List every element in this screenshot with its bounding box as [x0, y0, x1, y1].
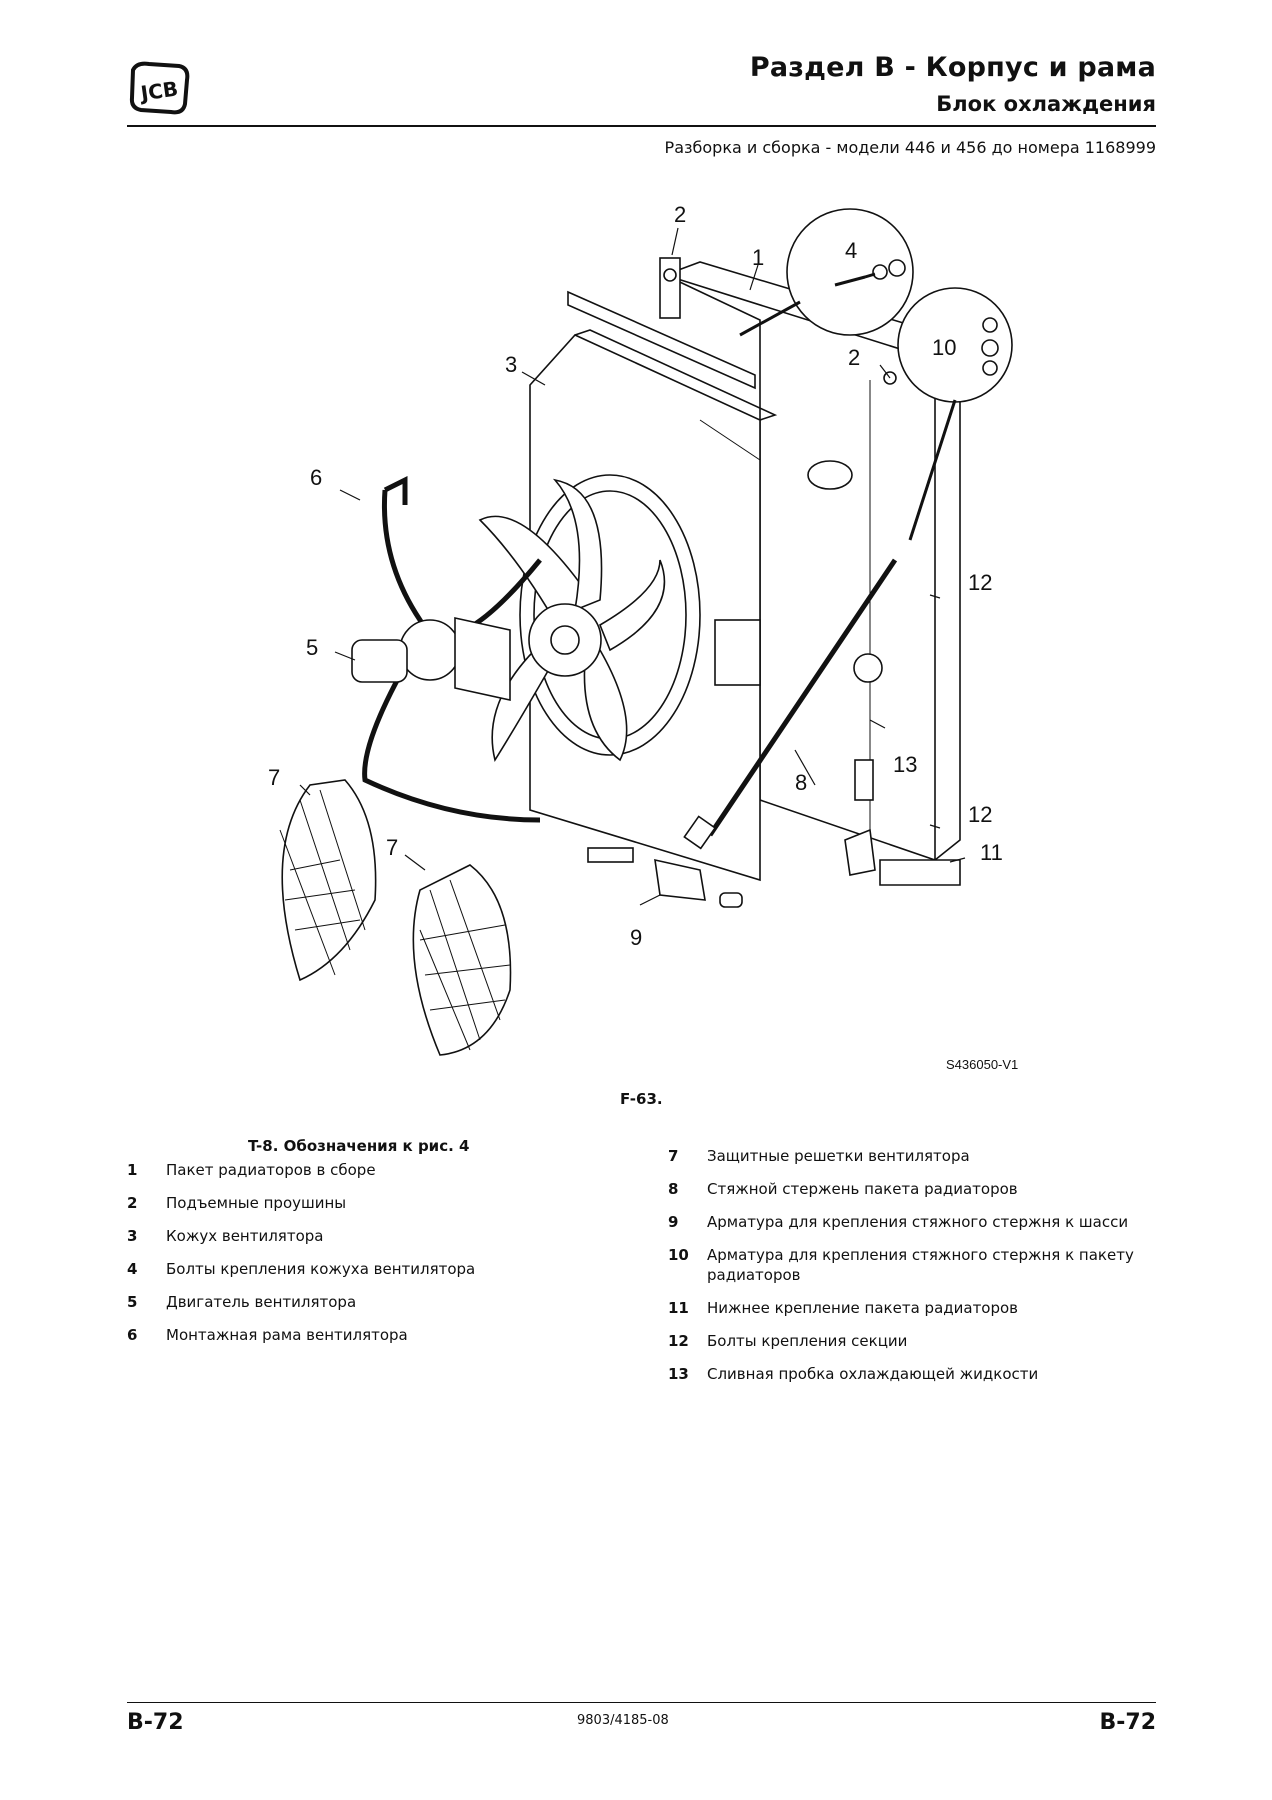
callout-13: 13 [893, 752, 917, 777]
header-divider [127, 125, 1156, 127]
procedure-note: Разборка и сборка - модели 446 и 456 до … [664, 138, 1156, 157]
legend-right-column: 7 Защитные решетки вентилятора 8 Стяжной с… [668, 1146, 1158, 1397]
legend-text: Стяжной стержень пакета радиаторов [707, 1180, 1018, 1198]
fan-motor [351, 617, 511, 701]
callout-12-bottom: 12 [968, 802, 992, 827]
frame-hub [399, 619, 461, 681]
legend-num: 13 [668, 1365, 689, 1383]
legend-text: Нижнее крепление пакета радиаторов [707, 1299, 1019, 1317]
figure-callouts: 2 1 4 3 2 10 6 12 5 13 8 7 12 11 7 9 [268, 202, 1003, 950]
seal-strip [567, 290, 756, 390]
figure-code: S436050-V1 [946, 1057, 1019, 1072]
page-number-left: B-72 [127, 1710, 184, 1735]
legend-num: 10 [668, 1246, 689, 1264]
legend-text: Болты крепления кожуха вентилятора [166, 1260, 476, 1278]
leader-lines [299, 227, 966, 906]
legend-text: Двигатель вентилятора [166, 1293, 357, 1311]
legend-item: 3 Кожух вентилятора [127, 1226, 577, 1246]
callout-9: 9 [630, 925, 642, 950]
legend-text: Арматура для крепления стяжного стержня … [707, 1213, 1129, 1231]
fan-guard-right [412, 864, 512, 1056]
legend-item: 8 Стяжной стержень пакета радиаторов [668, 1179, 1158, 1199]
callout-11: 11 [980, 840, 1003, 865]
legend-num: 5 [127, 1293, 138, 1311]
callout-1: 1 [752, 245, 764, 270]
callout-12-top: 12 [968, 570, 992, 595]
legend-text: Подъемные проушины [166, 1194, 347, 1212]
logo-text: JCB [137, 76, 179, 105]
fan-frame [362, 475, 542, 823]
radiator-pack [659, 257, 962, 886]
legend-item: 12 Болты крепления секции [668, 1331, 1158, 1351]
jcb-logo: JCB [129, 61, 190, 115]
legend-item: 6 Монтажная рама вентилятора [127, 1325, 577, 1345]
legend-num: 1 [127, 1161, 138, 1179]
callout-7-right: 7 [386, 835, 398, 860]
legend-num: 9 [668, 1213, 679, 1231]
legend-num: 4 [127, 1260, 138, 1278]
legend-title: T-8. Обозначения к рис. 4 [248, 1137, 470, 1155]
callout-3: 3 [505, 352, 517, 377]
document-number: 9803/4185-08 [577, 1713, 669, 1728]
callout-4: 4 [845, 238, 857, 263]
legend-text: Монтажная рама вентилятора [166, 1326, 408, 1344]
cooling-unit-diagram: 2 1 4 3 2 10 6 12 5 13 8 7 12 11 7 9 [268, 202, 1013, 1056]
footer-divider [127, 1702, 1156, 1703]
legend-num: 8 [668, 1180, 679, 1198]
callout-6: 6 [310, 465, 322, 490]
page-number-right: B-72 [1099, 1710, 1156, 1735]
fan-blades [478, 478, 666, 763]
legend-num: 11 [668, 1299, 689, 1317]
callout-10: 10 [932, 335, 956, 360]
legend-num: 3 [127, 1227, 138, 1245]
legend-text: Пакет радиаторов в сборе [166, 1161, 376, 1179]
legend-item: 1 Пакет радиаторов в сборе [127, 1160, 577, 1180]
section-subtitle: Блок охлаждения [936, 92, 1156, 116]
legend-item: 11 Нижнее крепление пакета радиаторов [668, 1298, 1158, 1318]
legend-item: 9 Арматура для крепления стяжного стержня… [668, 1212, 1158, 1232]
tie-rod-fitting [587, 847, 743, 908]
callout-5: 5 [306, 635, 318, 660]
legend-item: 7 Защитные решетки вентилятора [668, 1146, 1158, 1166]
legend-text: Болты крепления секции [707, 1332, 908, 1350]
fan-guard-left [279, 779, 377, 982]
legend-item: 13 Сливная пробка охлаждающей жидкости [668, 1364, 1158, 1384]
callout-7-left: 7 [268, 765, 280, 790]
legend-text: Сливная пробка охлаждающей жидкости [707, 1365, 1039, 1383]
tie-rod [683, 558, 898, 850]
callout-2-right: 2 [848, 345, 860, 370]
legend-text: Кожух вентилятора [166, 1227, 324, 1245]
legend-num: 12 [668, 1332, 689, 1350]
legend-text: Защитные решетки вентилятора [707, 1147, 970, 1165]
callout-8: 8 [795, 770, 807, 795]
section-title: Раздел В - Корпус и рама [749, 52, 1156, 83]
callout-2-top: 2 [674, 202, 686, 227]
detail-circle-bolts [786, 208, 914, 336]
legend-num: 2 [127, 1194, 138, 1212]
legend-item: 2 Подъемные проушины [127, 1193, 577, 1213]
legend-left-column: 1 Пакет радиаторов в сборе 2 Подъемные про… [127, 1160, 577, 1358]
legend-item: 4 Болты крепления кожуха вентилятора [127, 1259, 577, 1279]
figure-caption: F-63. [620, 1090, 663, 1108]
legend-item: 5 Двигатель вентилятора [127, 1292, 577, 1312]
legend-num: 6 [127, 1326, 138, 1344]
legend-item: 10 Арматура для крепления стяжного стержн… [668, 1245, 1158, 1285]
legend-num: 7 [668, 1147, 679, 1165]
legend-text: Арматура для крепления стяжного стержня … [707, 1246, 1134, 1284]
